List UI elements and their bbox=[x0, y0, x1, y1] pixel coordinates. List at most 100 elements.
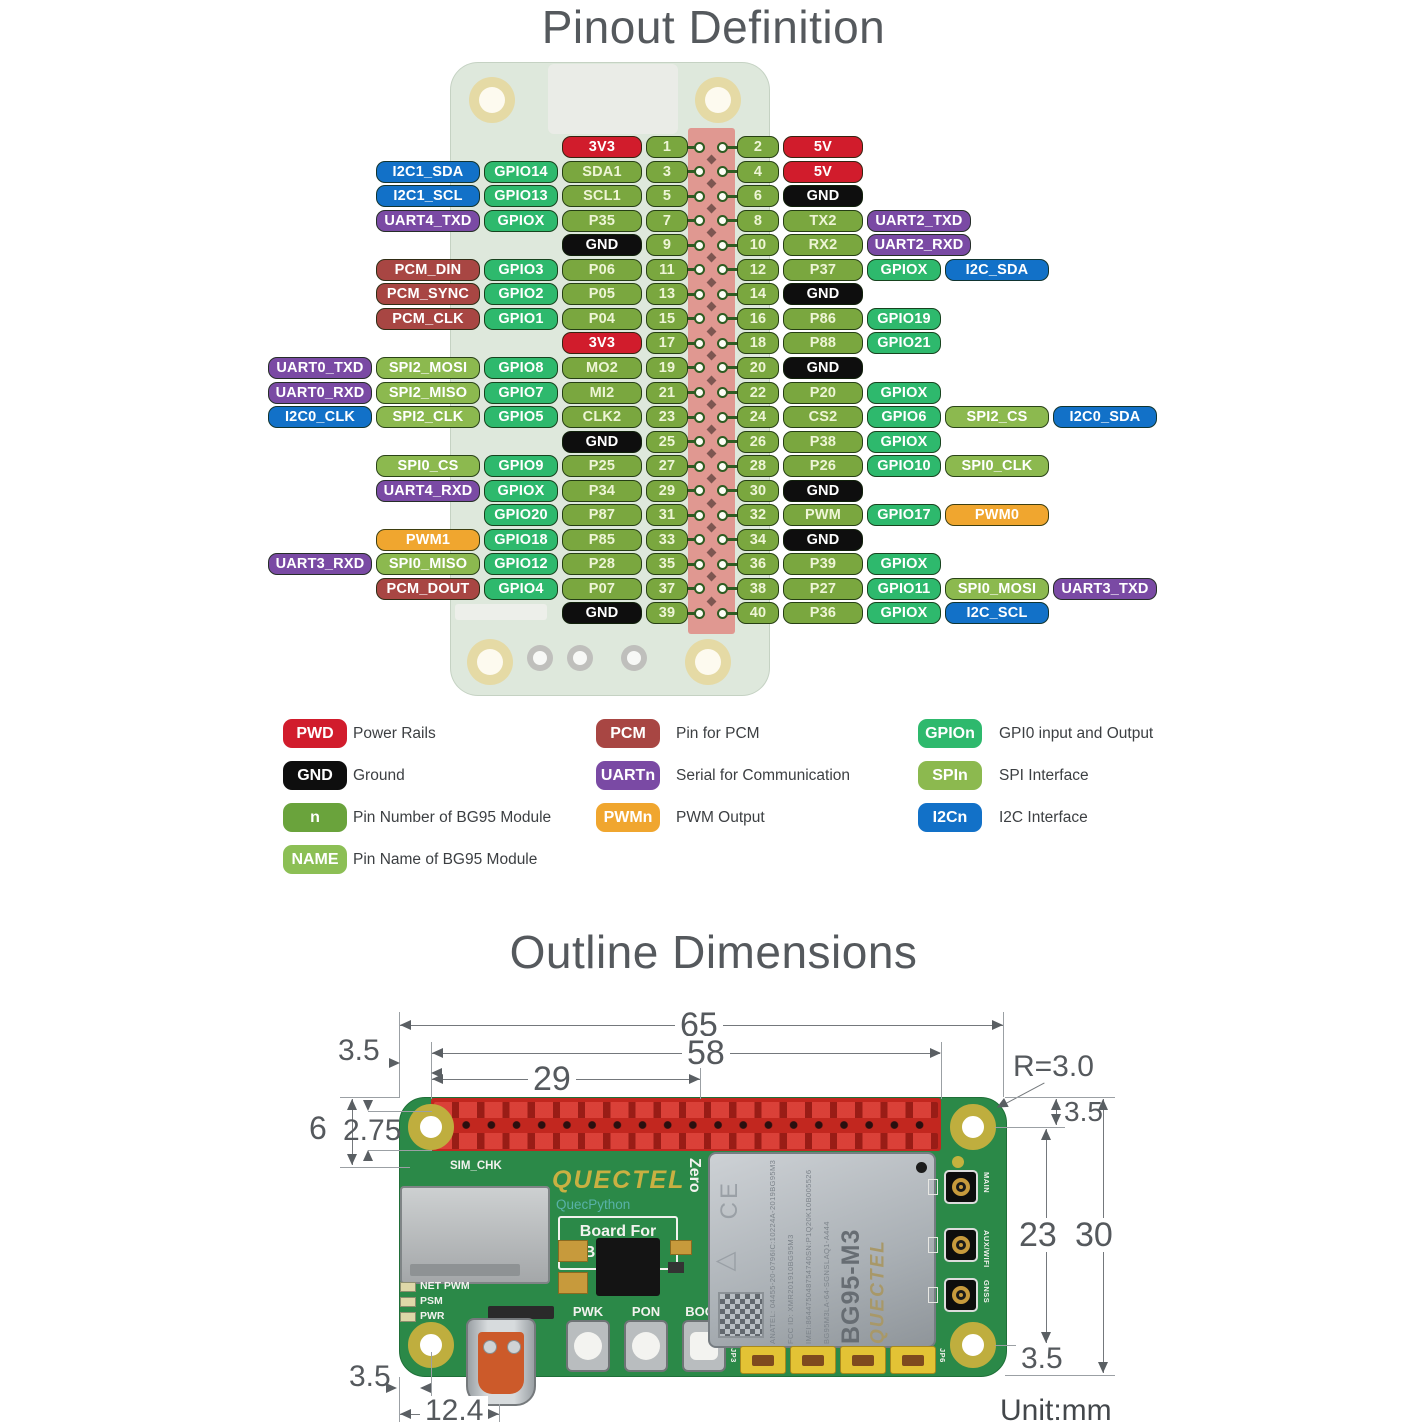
button-cap bbox=[574, 1332, 602, 1360]
pin-box-gpio: GPIO11 bbox=[867, 577, 941, 600]
pinout-title: Pinout Definition bbox=[541, 1, 886, 53]
ext-line bbox=[995, 1127, 1065, 1128]
module-pin1-dot bbox=[916, 1162, 927, 1173]
pin-box-num: 33 bbox=[646, 528, 688, 551]
unit-label: Unit:mm bbox=[995, 1396, 1117, 1426]
pin-box-uart: UART3_TXD bbox=[1053, 577, 1157, 600]
pin-box-gpio: GPIO1 bbox=[484, 307, 558, 330]
mount-hole-tr bbox=[950, 1104, 996, 1150]
pin-stem bbox=[687, 587, 695, 591]
pin-box-spi: SPI0_MOSI bbox=[945, 577, 1049, 600]
pin-box-name: P87 bbox=[562, 504, 642, 527]
pin-stem bbox=[687, 219, 695, 223]
pin-box-i2c: I2C0_CLK bbox=[268, 406, 372, 429]
pin-box-gpio: GPIO2 bbox=[484, 283, 558, 306]
ext-line bbox=[340, 1097, 400, 1098]
pin-box-name: PWM bbox=[783, 504, 863, 527]
pin-box-gpio: GPIO10 bbox=[867, 455, 941, 478]
dim-3.5-right-bottom: 3.5 bbox=[1016, 1344, 1068, 1374]
faded-antenna-connector bbox=[567, 645, 593, 671]
sim-card-slot-lip bbox=[410, 1264, 520, 1276]
faded-mount-hole bbox=[469, 77, 515, 123]
faded-connector bbox=[455, 604, 547, 620]
pin-stem bbox=[687, 292, 695, 296]
pin-stem bbox=[687, 611, 695, 615]
pin-box-i2c: I2C1_SCL bbox=[376, 185, 480, 208]
pin-box-gpio: GPIOX bbox=[484, 479, 558, 502]
pin-box-spi: SPI2_CLK bbox=[376, 406, 480, 429]
pin-box-name: P88 bbox=[783, 332, 863, 355]
pin-box-num: 9 bbox=[646, 234, 688, 257]
pin-box-num: 21 bbox=[646, 381, 688, 404]
pin-stem bbox=[687, 366, 695, 370]
legend-desc: Power Rails bbox=[353, 725, 436, 742]
led-pwr bbox=[400, 1312, 416, 1322]
pin-box-i2c: I2C_SDA bbox=[945, 258, 1049, 281]
arrowhead bbox=[1041, 1332, 1051, 1343]
led-label: PWR bbox=[420, 1310, 445, 1322]
arrowhead bbox=[389, 1058, 400, 1068]
pin-box-spi: SPI0_CS bbox=[376, 455, 480, 478]
led-label: PSM bbox=[420, 1295, 443, 1307]
pin-box-pcm: PCM_DIN bbox=[376, 258, 480, 281]
pin-box-name: P34 bbox=[562, 479, 642, 502]
pin-box-pcm: PCM_CLK bbox=[376, 307, 480, 330]
rf-jumper bbox=[840, 1346, 886, 1374]
arrowhead bbox=[400, 1409, 411, 1419]
board-pin-header-row bbox=[434, 1133, 938, 1149]
legend-swatch-pwmn: PWMn bbox=[596, 803, 660, 832]
arrowhead bbox=[1098, 1362, 1108, 1373]
arrowhead bbox=[347, 1154, 357, 1165]
arrowhead bbox=[930, 1048, 941, 1058]
power-ic bbox=[596, 1238, 660, 1296]
button-label-pwk: PWK bbox=[572, 1304, 604, 1319]
usb-screw bbox=[483, 1340, 497, 1354]
arrowhead bbox=[432, 1074, 443, 1084]
led-net-pwm bbox=[400, 1282, 416, 1292]
pin-stem bbox=[687, 170, 695, 174]
pin-stem bbox=[687, 489, 695, 493]
antenna-label-main: MAIN bbox=[982, 1172, 991, 1194]
pin-box-i2c: I2C1_SDA bbox=[376, 160, 480, 183]
pin-stem bbox=[727, 219, 737, 223]
pin-box-num: 16 bbox=[737, 307, 779, 330]
pin-stem bbox=[727, 538, 737, 542]
pin-box-name: CS2 bbox=[783, 406, 863, 429]
outline-title: Outline Dimensions bbox=[509, 926, 918, 978]
pin-box-gnd: GND bbox=[783, 283, 863, 306]
pin-box-num: 18 bbox=[737, 332, 779, 355]
pin-box-pcm: PCM_SYNC bbox=[376, 283, 480, 306]
pin-box-num: 17 bbox=[646, 332, 688, 355]
pin-box-name: MI2 bbox=[562, 381, 642, 404]
pin-stem bbox=[727, 194, 737, 198]
pin-box-name: P37 bbox=[783, 258, 863, 281]
arrowhead bbox=[363, 1150, 373, 1161]
pin-stem bbox=[687, 562, 695, 566]
pin-circle bbox=[694, 190, 705, 202]
pin-circle bbox=[694, 288, 705, 300]
pin-box-gpio: GPIO8 bbox=[484, 356, 558, 379]
pin-box-num: 29 bbox=[646, 479, 688, 502]
pin-box-name: P04 bbox=[562, 307, 642, 330]
faded-mount-hole bbox=[695, 77, 741, 123]
pin-box-num: 24 bbox=[737, 406, 779, 429]
pin-box-gnd: GND bbox=[562, 234, 642, 257]
qr-code bbox=[718, 1292, 764, 1338]
pin-box-gpio: GPIO4 bbox=[484, 577, 558, 600]
board-for-line1: Board For bbox=[579, 1223, 657, 1241]
pin-box-uart: UART0_RXD bbox=[268, 381, 372, 404]
legend-desc: GPI0 input and Output bbox=[999, 725, 1154, 742]
pin-box-num: 31 bbox=[646, 504, 688, 527]
